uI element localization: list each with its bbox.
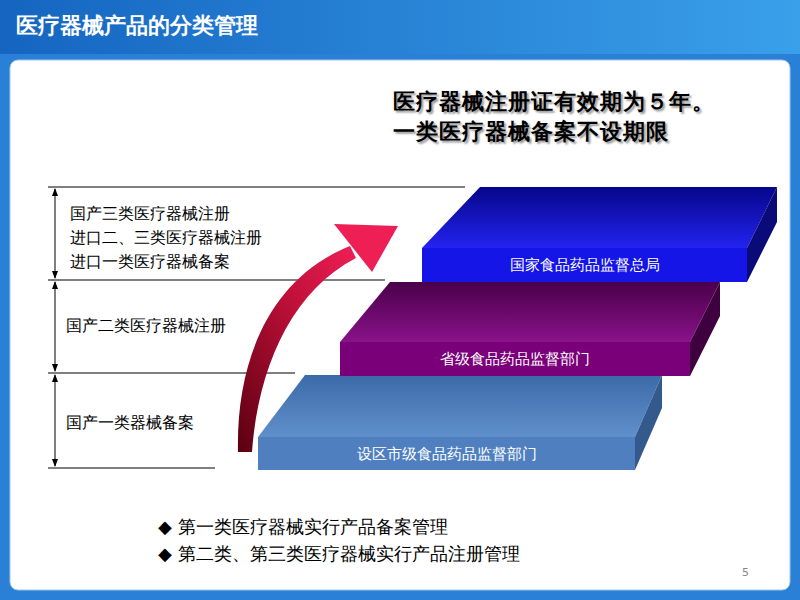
notice-text: 一类医疗器械备案不设期限: [393, 118, 669, 146]
level-label: 国产二类医疗器械注册: [66, 315, 226, 337]
bullet-text: ◆ 第一类医疗器械实行产品备案管理: [158, 515, 448, 539]
notice-text: 医疗器械注册证有效期为５年。: [393, 88, 715, 116]
bullet-text: ◆ 第二类、第三类医疗器械实行产品注册管理: [158, 542, 520, 566]
bracket-arrowheads: [52, 188, 58, 467]
slab-label: 设区市级食品药品监督部门: [357, 444, 537, 464]
slide-title: 医疗器械产品的分类管理: [16, 12, 258, 40]
level-slab: 省级食品药品监督部门: [340, 342, 690, 376]
slab-top-face: [258, 375, 662, 437]
level-slab: 设区市级食品药品监督部门: [258, 437, 635, 470]
content-panel: [10, 60, 790, 590]
level-slab: 国家食品药品监督总局: [422, 248, 747, 282]
title-bar: [0, 0, 800, 54]
slab-side-face: [690, 282, 720, 376]
level-label: 进口一类医疗器械备案: [70, 251, 230, 273]
level-label: 国产三类医疗器械注册: [70, 203, 230, 225]
slab-side-face: [635, 375, 662, 470]
slab-top-face: [422, 187, 777, 248]
slab-top-face: [340, 282, 720, 342]
page-number: 5: [742, 564, 749, 581]
slab-label: 国家食品药品监督总局: [510, 255, 660, 275]
level-label: 进口二、三类医疗器械注册: [70, 227, 262, 249]
slab-side-face: [747, 187, 777, 282]
curved-arrow-head: [334, 224, 398, 272]
curved-arrow-body: [238, 246, 356, 452]
slab-label: 省级食品药品监督部门: [440, 349, 590, 369]
level-label: 国产一类器械备案: [66, 412, 194, 434]
